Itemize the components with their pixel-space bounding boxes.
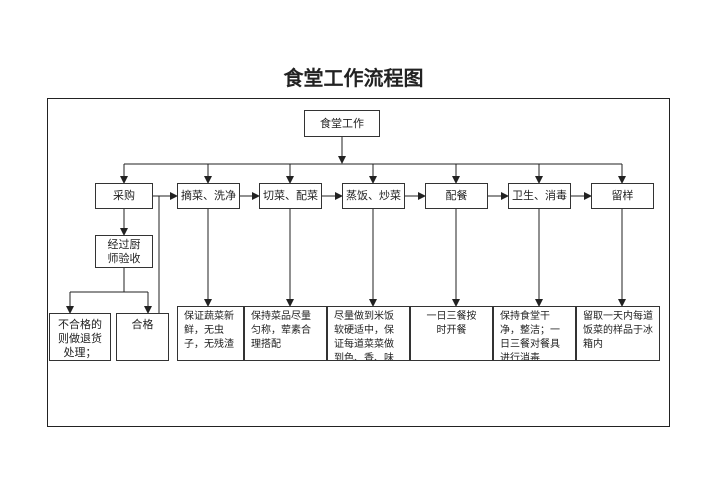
desc-text: 保证蔬菜新鲜，无虫子，无残渣 [184, 311, 234, 350]
step-sample: 留样 [591, 183, 654, 209]
desc-clean: 保持食堂干净，整洁；一日三餐对餐具进行消毒 [493, 306, 576, 361]
pass-outcome: 合格 [116, 313, 169, 361]
step-clean: 卫生、消毒 [508, 183, 571, 209]
desc-text: 保持菜品尽量匀称，荤素合理搭配 [251, 311, 311, 350]
desc-text: 留取一天内每道饭菜的样品于冰箱内 [583, 311, 653, 350]
step-serve: 配餐 [425, 183, 488, 209]
desc-text: 一日三餐按时开餐 [426, 311, 477, 336]
inspection-label: 经过厨师验收 [107, 237, 141, 265]
desc-cook: 尽量做到米饭软硬适中，保证每道菜菜做到色、香、味俱全 [327, 306, 410, 361]
desc-text: 保持食堂干净，整洁；一日三餐对餐具进行消毒 [500, 311, 560, 361]
step-label: 蒸饭、炒菜 [346, 189, 401, 202]
step-label: 留样 [611, 189, 634, 202]
page-title: 食堂工作流程图 [283, 66, 424, 90]
step-label: 摘菜、洗净 [181, 189, 236, 202]
step-label: 配餐 [445, 189, 468, 202]
desc-cut: 保持菜品尽量匀称，荤素合理搭配 [244, 306, 327, 361]
desc-serve: 一日三餐按时开餐 [410, 306, 493, 361]
diagram-frame [47, 98, 670, 427]
root-node: 食堂工作 [304, 110, 380, 137]
step-purchase: 采购 [95, 183, 153, 209]
step-label: 卫生、消毒 [512, 189, 567, 202]
step-label: 采购 [113, 189, 135, 202]
step-cut: 切菜、配菜 [259, 183, 322, 209]
step-label: 切菜、配菜 [263, 189, 318, 202]
fail-outcome: 不合格的则做退货处理； [49, 313, 111, 361]
inspection-node: 经过厨师验收 [95, 235, 153, 268]
pass-label: 合格 [131, 318, 154, 331]
desc-wash: 保证蔬菜新鲜，无虫子，无残渣 [177, 306, 244, 361]
step-cook: 蒸饭、炒菜 [342, 183, 405, 209]
root-label: 食堂工作 [320, 116, 364, 130]
desc-text: 尽量做到米饭软硬适中，保证每道菜菜做到色、香、味俱全 [334, 311, 394, 361]
fail-label: 不合格的则做退货处理； [58, 318, 102, 359]
desc-sample: 留取一天内每道饭菜的样品于冰箱内 [576, 306, 660, 361]
step-wash: 摘菜、洗净 [177, 183, 240, 209]
